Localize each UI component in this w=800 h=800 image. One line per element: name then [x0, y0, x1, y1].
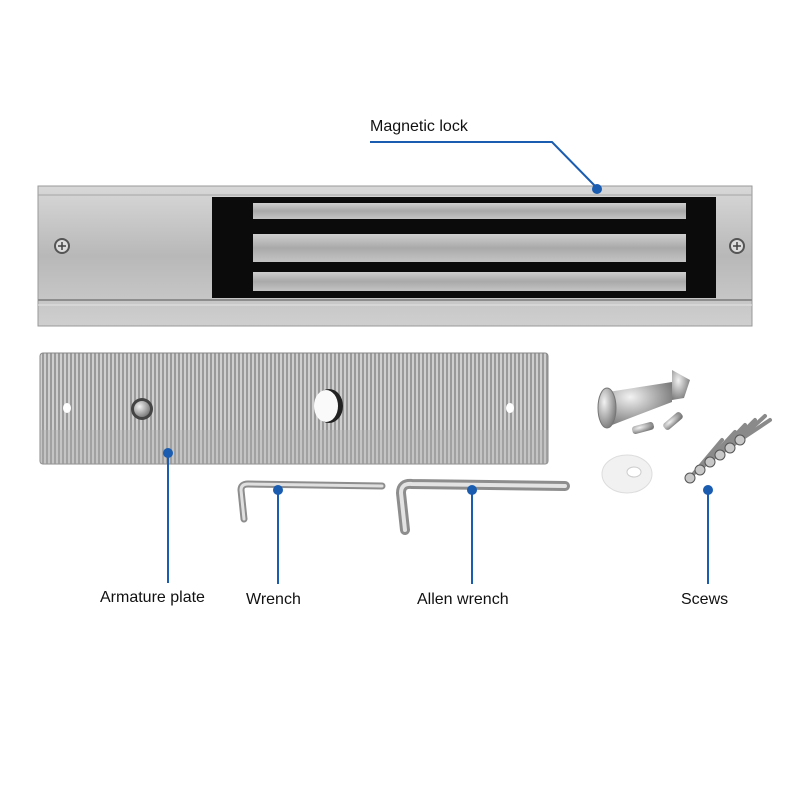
label-allen-wrench: Allen wrench: [417, 591, 509, 608]
magnetic-lock: [37, 185, 753, 327]
callout-dot: [163, 448, 173, 458]
screw-icon: [729, 238, 745, 254]
core-bar: [253, 272, 686, 291]
core-bar: [253, 234, 686, 262]
screw-icon: [54, 238, 70, 254]
callout-dot: [467, 485, 477, 495]
callout-dot: [592, 184, 602, 194]
callout-dot: [703, 485, 713, 495]
label-armature-plate: Armature plate: [100, 589, 205, 606]
screws: [597, 370, 772, 494]
label-wrench: Wrench: [246, 591, 301, 608]
wrench: [237, 480, 386, 523]
label-screws: Scews: [681, 591, 729, 608]
callout-line-magnetic-lock: [370, 141, 598, 189]
core-bar: [253, 203, 686, 219]
armature-plate: [39, 352, 549, 465]
callouts: [167, 141, 709, 584]
allen-wrench: [395, 478, 570, 535]
callout-dot: [273, 485, 283, 495]
label-magnetic-lock: Magnetic lock: [370, 118, 468, 135]
